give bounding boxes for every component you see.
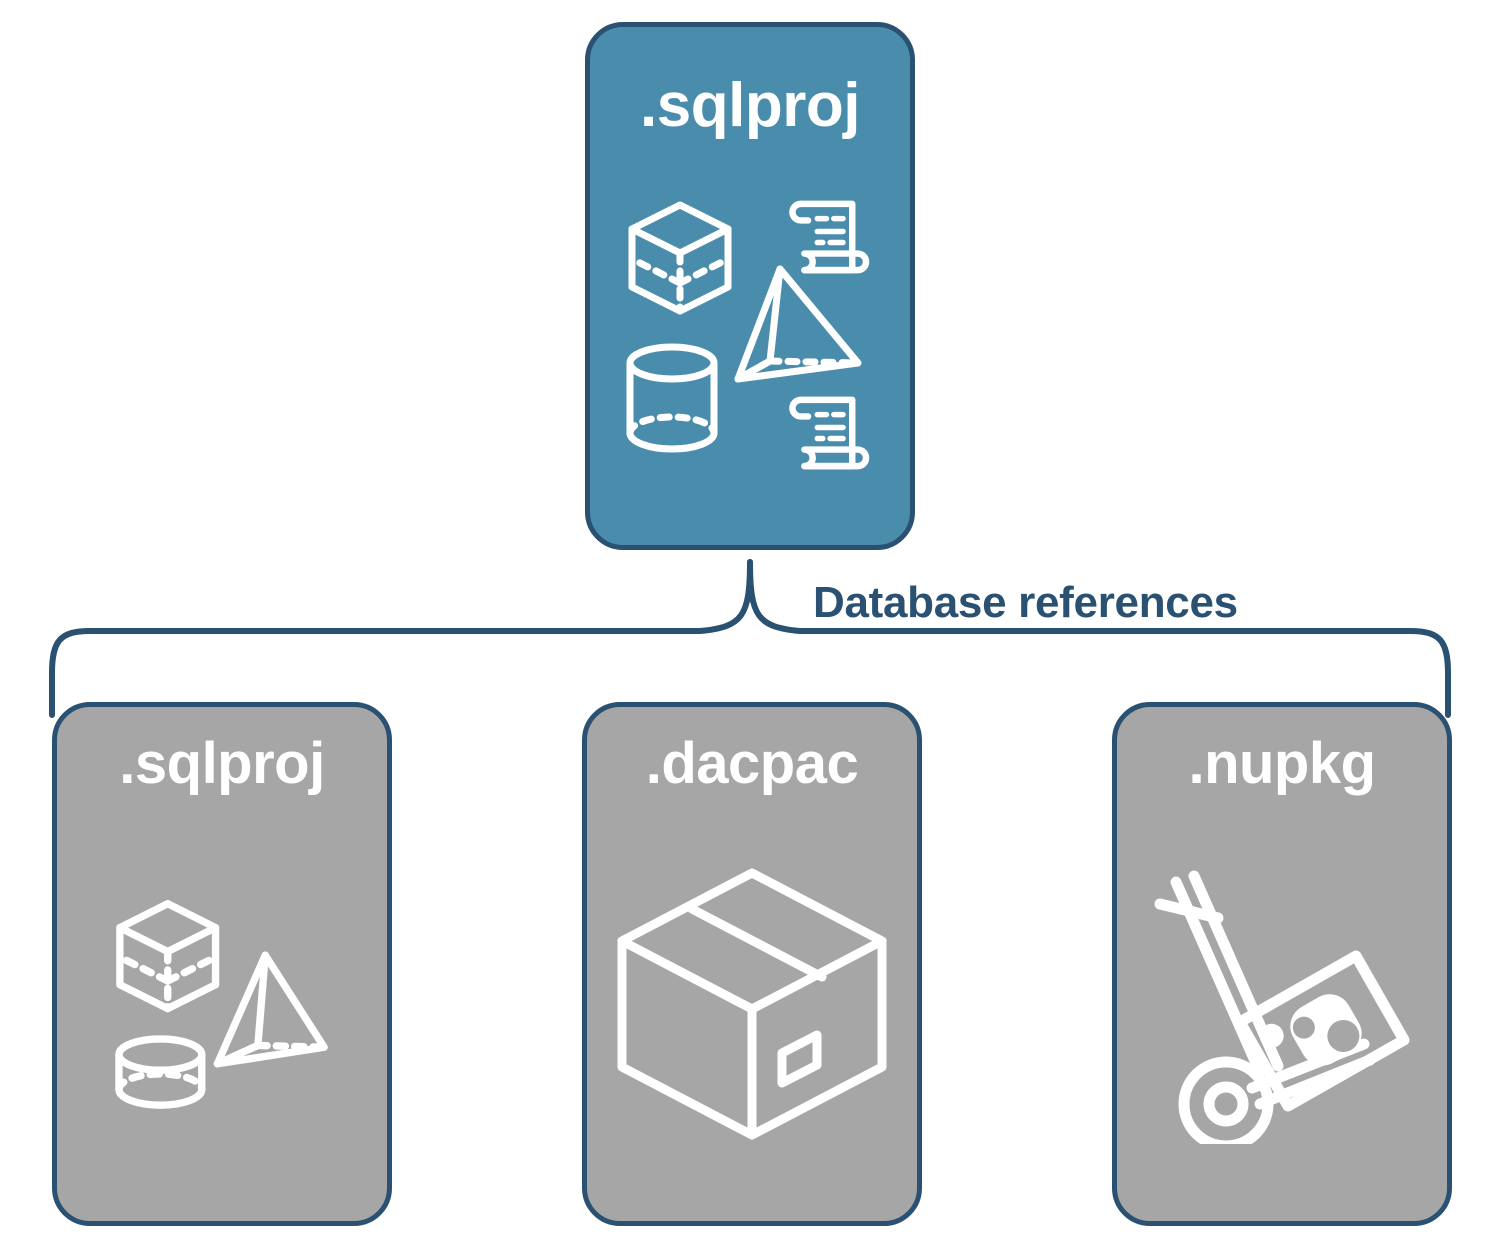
package-box-icon <box>617 868 887 1140</box>
node-title-sqlproj-child: .sqlproj <box>119 731 325 796</box>
cylinder-icon <box>115 1035 206 1109</box>
node-art-nupkg <box>1117 787 1447 1221</box>
cube-icon <box>628 201 732 315</box>
pyramid-icon <box>213 951 328 1068</box>
node-sqlproj-child[interactable]: .sqlproj <box>52 702 392 1226</box>
node-title-nupkg: .nupkg <box>1188 731 1376 796</box>
node-title-root: .sqlproj <box>640 71 860 140</box>
cube-icon <box>116 900 220 1013</box>
scroll-icon <box>789 396 870 470</box>
scroll-icon <box>789 200 870 274</box>
node-art-sqlproj-child <box>57 787 387 1221</box>
node-title-dacpac: .dacpac <box>645 731 859 796</box>
node-art-root <box>590 127 910 545</box>
node-art-dacpac <box>587 787 917 1221</box>
pyramid-icon <box>734 265 862 383</box>
node-nupkg[interactable]: .nupkg <box>1112 702 1452 1226</box>
node-sqlproj-root[interactable]: .sqlproj <box>585 22 915 550</box>
shapes-and-scrolls-icon-group <box>626 200 870 470</box>
hand-truck-nuget-icon <box>1154 870 1410 1144</box>
shapes-icon-group <box>115 900 328 1109</box>
node-dacpac[interactable]: .dacpac <box>582 702 922 1226</box>
cylinder-icon <box>626 343 718 453</box>
brace-label: Database references <box>813 578 1238 627</box>
